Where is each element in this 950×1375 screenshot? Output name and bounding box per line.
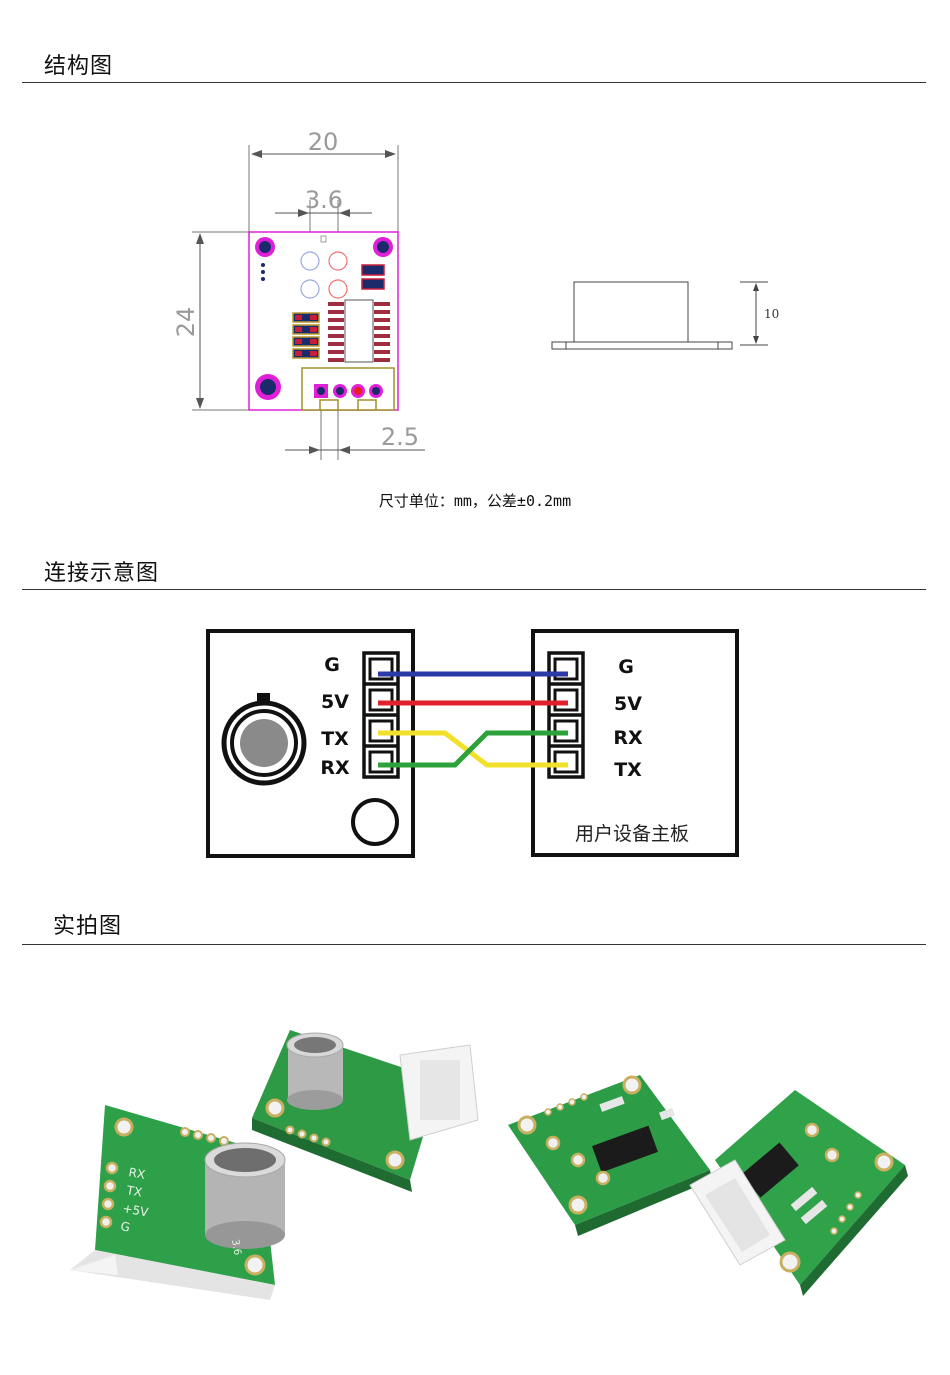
photo-pin-label: G: [119, 1219, 131, 1234]
wiring-diagram: G 5V TX RX G 5V RX TX 用户设备主板: [206, 629, 739, 858]
section-title-structure: 结构图: [44, 54, 114, 79]
side-view-drawing: [551, 281, 768, 350]
board-label: 用户设备主板: [575, 823, 689, 845]
board-pin-label: 5V: [614, 693, 642, 715]
section-divider: [22, 82, 926, 83]
photo-pin-label: TX: [124, 1183, 143, 1200]
board-pin-label: G: [618, 656, 634, 678]
photo-pin-label: RX: [127, 1165, 146, 1182]
section-divider: [22, 589, 926, 590]
photo-pitch-label: 3.6: [229, 1239, 243, 1257]
sensor-pin-label: TX: [321, 728, 349, 750]
section-title-connection: 连接示意图: [44, 561, 160, 586]
photo-module-left-pcb: [508, 1075, 712, 1236]
section-divider: [22, 944, 926, 945]
sensor-pin-label: RX: [320, 757, 350, 779]
pcb-dimension-drawing: 20 3.6 24 2.5: [172, 128, 779, 460]
section-title-photo: 实拍图: [53, 914, 123, 939]
dim-height-label: 24: [172, 307, 200, 338]
dim-connector-label: 2.5: [381, 423, 419, 451]
board-pin-label: TX: [614, 759, 642, 781]
photo-module-front: [70, 1105, 286, 1300]
dim-side-height-label: 10: [764, 307, 779, 321]
dim-width-label: 20: [308, 128, 339, 156]
photo-pin-label: +5V: [121, 1201, 150, 1219]
board-pin-label: RX: [613, 727, 643, 749]
photo-module-back: [252, 1030, 479, 1192]
photo-module-right-pcb: [689, 1090, 908, 1296]
dimension-caption: 尺寸单位：mm，公差±0.2mm: [378, 492, 572, 510]
sensor-pin-label: G: [324, 654, 340, 676]
dim-pitch-label: 3.6: [305, 186, 343, 214]
wire-rx: [378, 730, 568, 768]
product-photo: RX TX +5V G 3.6: [70, 1030, 908, 1300]
sensor-pin-label: 5V: [321, 691, 349, 713]
mounting-hole-icon: [351, 798, 399, 846]
wire-tx: [378, 730, 568, 768]
